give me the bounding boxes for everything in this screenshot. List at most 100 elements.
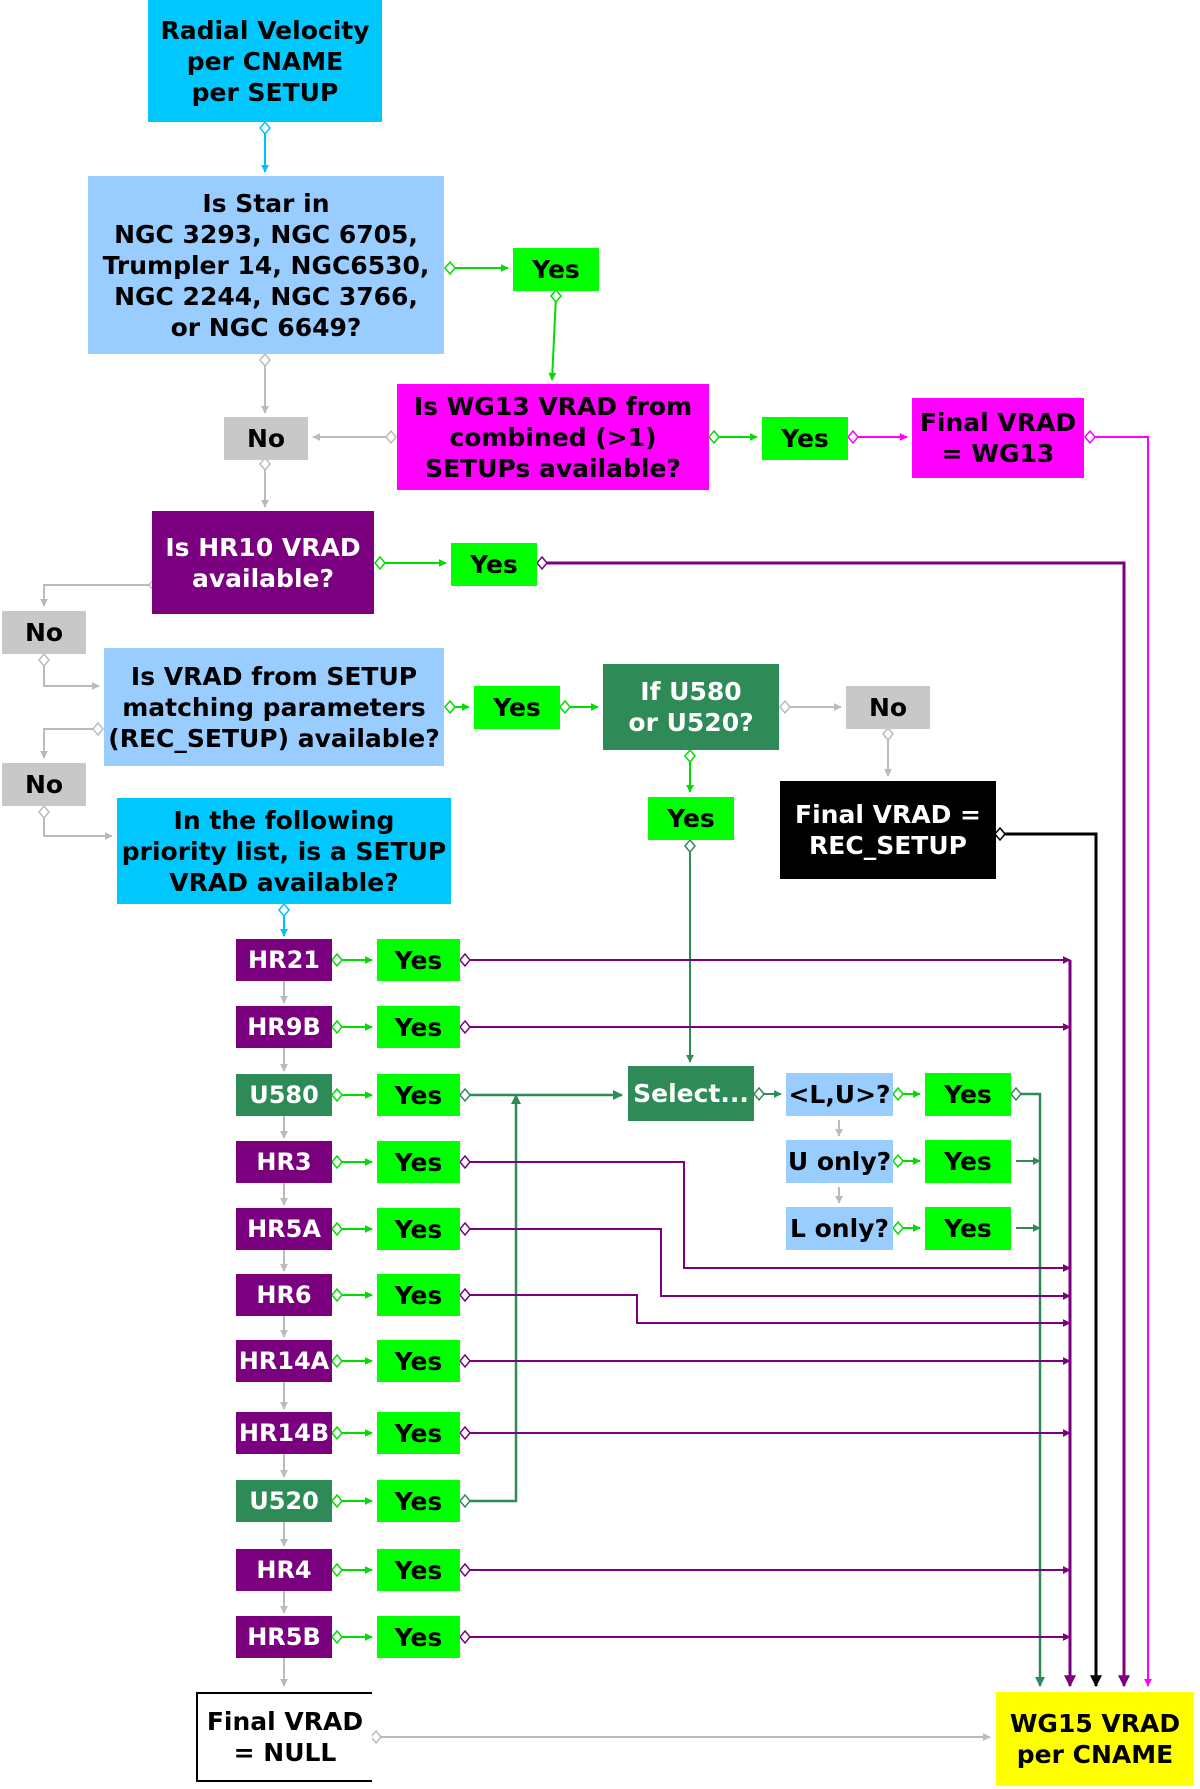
- connector-diamond-icon: [259, 456, 271, 472]
- connector-diamond-icon: [444, 699, 456, 715]
- node-start: Radial Velocity per CNAME per SETUP: [148, 0, 382, 122]
- setup-hr5b: HR5B: [236, 1616, 332, 1658]
- setup-yes-hr14b: Yes: [377, 1412, 460, 1454]
- node-q-rec: Is VRAD from SETUP matching parameters (…: [104, 648, 444, 766]
- connector-9: [40, 584, 154, 607]
- connector-diamond-icon: [370, 1729, 382, 1745]
- node-no-hr10: No: [2, 611, 86, 654]
- connector-diamond-icon: [278, 902, 290, 918]
- connector-diamond-icon: [331, 1562, 343, 1578]
- node-q-cluster: Is Star in NGC 3293, NGC 6705, Trumpler …: [88, 176, 444, 354]
- setup-hr14b: HR14B: [236, 1412, 332, 1454]
- node-final-wg13: Final VRAD = WG13: [912, 398, 1084, 478]
- setup-hr14a: HR14A: [236, 1340, 332, 1382]
- setup-yes-hr9b: Yes: [377, 1006, 460, 1048]
- setup-yes-hr4: Yes: [377, 1549, 460, 1591]
- connector-diamond-icon: [259, 352, 271, 368]
- setup-hr21: HR21: [236, 939, 332, 981]
- setup-yes-hr14a: Yes: [377, 1340, 460, 1382]
- connector-diamond-icon: [331, 1493, 343, 1509]
- connector-diamond-icon: [559, 699, 571, 715]
- connector-diamond-icon: [459, 1562, 471, 1578]
- setup-hr9b: HR9B: [236, 1006, 332, 1048]
- node-final-null: Final VRAD = NULL: [196, 1692, 372, 1782]
- node-q-hr10: Is HR10 VRAD available?: [152, 511, 374, 614]
- connector-diamond-icon: [38, 804, 50, 820]
- connector-diamond-icon: [847, 429, 859, 445]
- setup-yes-hr5a: Yes: [377, 1208, 460, 1250]
- connector-diamond-icon: [708, 429, 720, 445]
- connector-50: [1016, 1092, 1045, 1687]
- connector-diamond-icon: [459, 1353, 471, 1369]
- connector-10: [43, 660, 100, 690]
- setup-yes-hr21: Yes: [377, 939, 460, 981]
- connector-diamond-icon: [459, 1087, 471, 1103]
- connector-diamond-icon: [459, 1629, 471, 1645]
- connector-43: [465, 1094, 521, 1503]
- node-no-rec: No: [2, 763, 86, 806]
- connector-diamond-icon: [459, 1287, 471, 1303]
- connector-diamond-icon: [459, 1425, 471, 1441]
- connector-16: [40, 728, 98, 759]
- node-yes-uonly: Yes: [925, 1140, 1011, 1183]
- connector-diamond-icon: [892, 1086, 904, 1102]
- node-q-wg13: Is WG13 VRAD from combined (>1) SETUPs a…: [397, 384, 709, 490]
- setup-hr6: HR6: [236, 1274, 332, 1316]
- connector-64: [1000, 832, 1102, 1688]
- node-final-rec: Final VRAD = REC_SETUP: [780, 781, 996, 879]
- connector-diamond-icon: [459, 1019, 471, 1035]
- connector-diamond-icon: [331, 952, 343, 968]
- node-no-u580u520: No: [846, 686, 930, 729]
- connector-56: [465, 1228, 1071, 1300]
- setup-yes-u520: Yes: [377, 1480, 460, 1522]
- connector-diamond-icon: [892, 1220, 904, 1236]
- connector-63: [542, 561, 1130, 1688]
- connector-diamond-icon: [684, 748, 696, 764]
- connector-diamond-icon: [779, 699, 791, 715]
- node-yes-rec: Yes: [474, 686, 560, 729]
- setup-yes-hr3: Yes: [377, 1141, 460, 1183]
- node-yes-lu: Yes: [925, 1073, 1011, 1116]
- connector-2: [548, 295, 557, 381]
- connector-diamond-icon: [459, 1493, 471, 1509]
- connector-57: [465, 1294, 1071, 1327]
- node-end: WG15 VRAD per CNAME: [996, 1692, 1194, 1786]
- connector-diamond-icon: [374, 555, 386, 571]
- connector-diamond-icon: [331, 1221, 343, 1237]
- connector-diamond-icon: [92, 721, 104, 737]
- node-q-priority: In the following priority list, is a SET…: [117, 798, 451, 904]
- node-no-wg13: No: [224, 417, 308, 460]
- setup-hr4: HR4: [236, 1549, 332, 1591]
- connector-55: [465, 1161, 1071, 1272]
- node-yes-u580u520: Yes: [648, 797, 734, 840]
- connector-diamond-icon: [684, 838, 696, 854]
- connector-diamond-icon: [459, 1221, 471, 1237]
- setup-yes-u580: Yes: [377, 1074, 460, 1116]
- node-yes-hr10: Yes: [451, 543, 537, 586]
- connector-diamond-icon: [882, 726, 894, 742]
- connector-diamond-icon: [331, 1019, 343, 1035]
- node-q-u580u520: If U580 or U520?: [603, 664, 779, 750]
- setup-u580: U580: [236, 1074, 332, 1116]
- setup-yes-hr5b: Yes: [377, 1616, 460, 1658]
- node-q-uonly: U only?: [786, 1140, 893, 1183]
- connector-diamond-icon: [892, 1153, 904, 1169]
- node-select: Select...: [628, 1066, 754, 1121]
- connector-diamond-icon: [331, 1629, 343, 1645]
- connector-diamond-icon: [536, 555, 548, 571]
- connector-diamond-icon: [331, 1287, 343, 1303]
- connector-diamond-icon: [259, 120, 271, 136]
- connector-diamond-icon: [331, 1154, 343, 1170]
- connector-diamond-icon: [994, 826, 1006, 842]
- connector-17: [43, 812, 113, 840]
- connector-diamond-icon: [444, 260, 456, 276]
- node-yes-lonly: Yes: [925, 1207, 1011, 1250]
- setup-yes-hr6: Yes: [377, 1274, 460, 1316]
- node-q-lu: <L,U>?: [786, 1073, 893, 1116]
- connector-diamond-icon: [550, 288, 562, 304]
- connector-diamond-icon: [753, 1086, 765, 1102]
- connector-diamond-icon: [459, 952, 471, 968]
- setup-u520: U520: [236, 1480, 332, 1522]
